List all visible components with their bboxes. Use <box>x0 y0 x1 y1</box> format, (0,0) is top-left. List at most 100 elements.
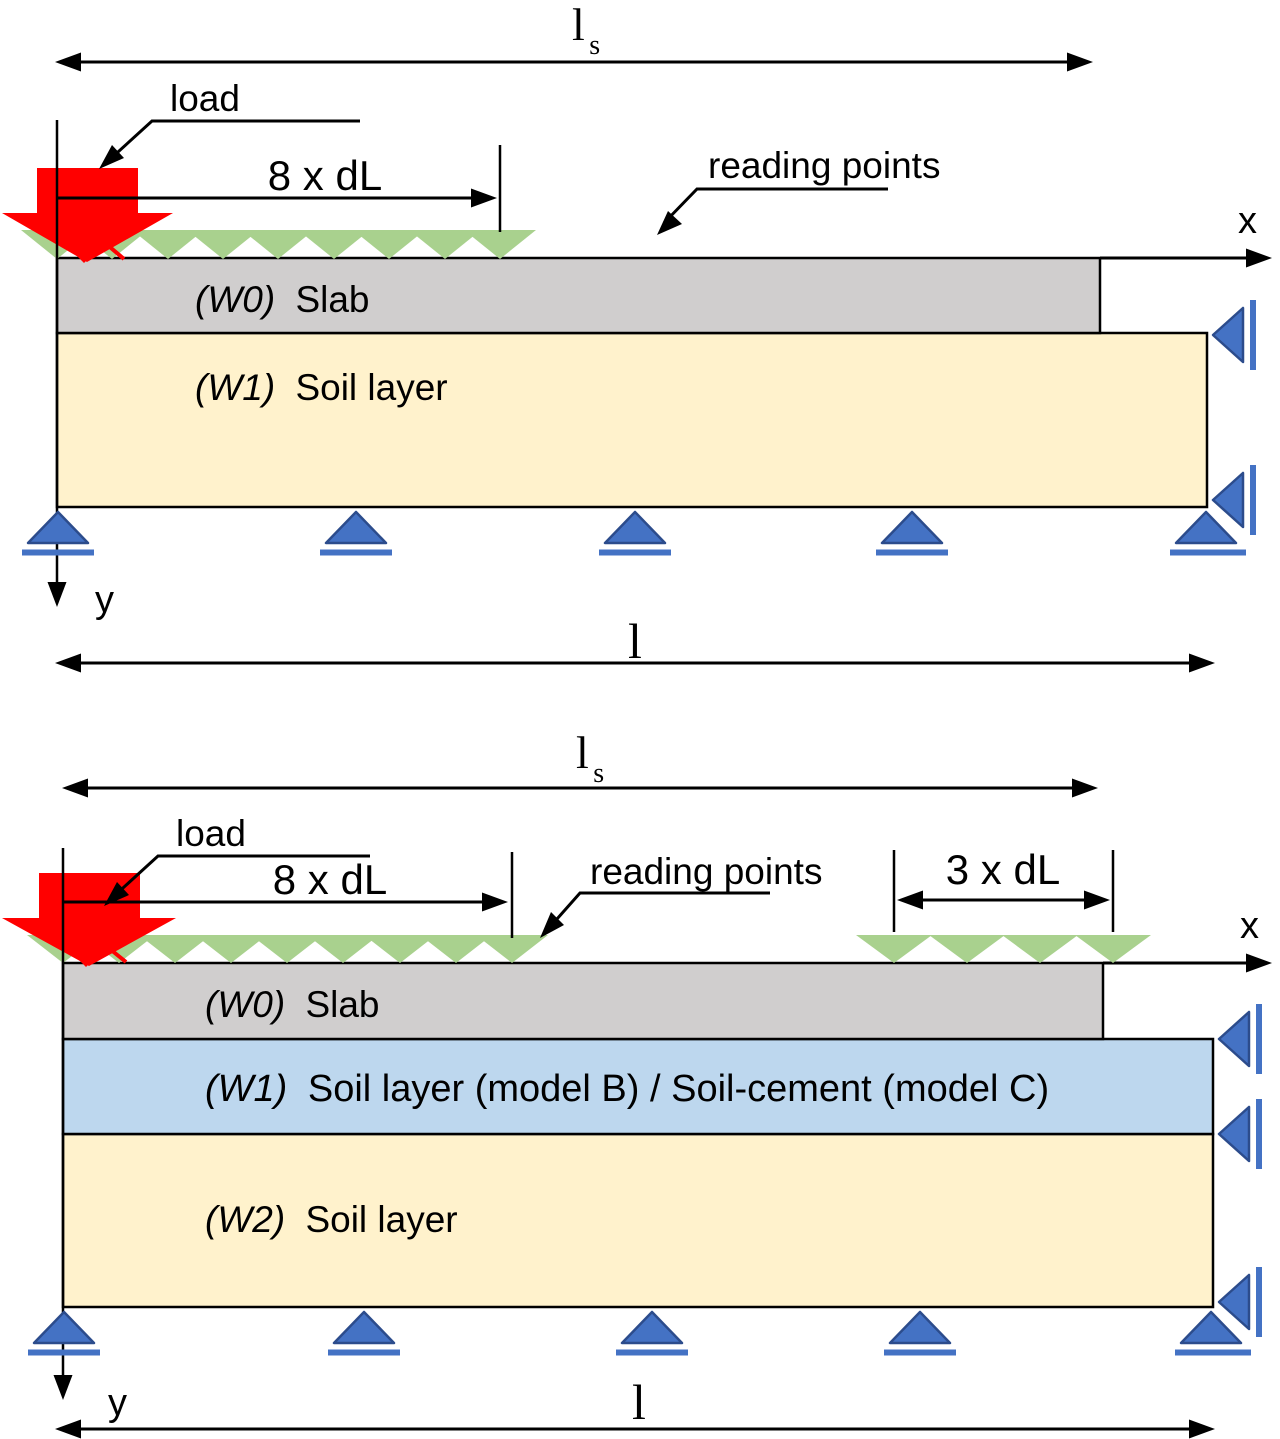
reading-point-marker <box>132 230 204 259</box>
span-arrowhead-left-icon <box>62 778 88 798</box>
support-icon <box>332 1310 396 1345</box>
y-axis-label: y <box>95 579 114 621</box>
load-arrow <box>2 873 176 967</box>
slab-label: (W0) Slab <box>195 279 370 320</box>
support-icon <box>324 510 388 545</box>
reading-point-marker <box>1075 935 1151 963</box>
length-dimension <box>55 653 1215 673</box>
grid-label-left: 8 x dL <box>268 152 382 199</box>
layer-name: Soil layer <box>295 367 447 408</box>
roller-support-icon <box>1211 471 1245 529</box>
load-marker-diamond <box>69 933 103 967</box>
span-label: l s <box>572 0 600 61</box>
soil-label: (W2) Soil layer <box>205 1199 458 1240</box>
span-arrowhead-right-icon <box>1067 52 1093 72</box>
support-icon <box>620 1310 684 1345</box>
x-axis-arrowhead-icon <box>1246 248 1272 268</box>
span-arrowhead-left-icon <box>55 52 81 72</box>
reading-point-marker <box>929 935 1005 963</box>
support-icon <box>603 510 667 545</box>
reading-points-label: reading points <box>590 851 822 892</box>
load-leader-arrowhead-icon <box>104 882 129 906</box>
load-label: load <box>176 813 246 854</box>
side-roller-supports <box>1211 300 1256 535</box>
reading-points-leader-line <box>547 891 770 929</box>
y-axis-label: y <box>108 1382 127 1424</box>
y-axis <box>47 120 67 607</box>
length-arrowhead-left-icon <box>55 1419 81 1439</box>
reading-point-marker <box>464 230 536 259</box>
length-label: l <box>632 1374 646 1430</box>
span-dimension <box>62 778 1098 798</box>
layer-name: Slab <box>305 984 379 1025</box>
layer-tag: (W0) <box>195 279 275 320</box>
soil-cement-layer <box>61 1037 1215 1136</box>
layer-tag: (W1) <box>195 367 275 408</box>
span-dimension <box>55 52 1093 72</box>
soil-cement-label: (W1) Soil layer (model B) / Soil-cement … <box>205 1068 1049 1110</box>
soil-layer <box>55 331 1209 509</box>
load-label: load <box>170 78 240 119</box>
reading-points-leader-line <box>662 187 888 225</box>
x-axis-arrowhead-icon <box>1246 953 1272 973</box>
span-label-base: l <box>576 727 589 778</box>
model-bc-diagram: l s load 8 x dL reading points 3 x dL x … <box>2 727 1272 1439</box>
reading-points-label: reading points <box>708 145 940 186</box>
support-icon <box>888 1310 952 1345</box>
span-label-sub: s <box>589 30 600 61</box>
slab-layer <box>61 961 1105 1041</box>
support-icon <box>1174 510 1238 545</box>
reading-point-marker <box>364 935 436 963</box>
span-label-sub: s <box>593 758 604 789</box>
reading-points-arrowhead-icon <box>657 211 682 235</box>
reading-point-marker <box>242 230 314 259</box>
reading-point-marker <box>420 935 492 963</box>
reading-point-marker <box>856 935 932 963</box>
load-marker-diamond <box>67 229 101 263</box>
support-icon <box>1179 1310 1243 1345</box>
reading-points-leader-arrow <box>657 187 888 235</box>
reading-point-marker <box>139 935 211 963</box>
grid-label-right: 3 x dL <box>946 846 1060 893</box>
reading-point-marker <box>1002 935 1078 963</box>
load-arrow-body <box>2 873 176 966</box>
y-axis-arrowhead-icon <box>47 582 67 607</box>
length-dimension <box>55 1419 1215 1439</box>
support-icon <box>880 510 944 545</box>
reading-point-marker <box>353 230 425 259</box>
y-axis <box>53 848 73 1400</box>
span-arrowhead-right-icon <box>1072 778 1098 798</box>
load-leader-line <box>105 119 360 164</box>
load-leader-arrowhead-icon <box>99 145 124 169</box>
layer-tag: (W1) <box>205 1068 287 1110</box>
load-leader-line <box>110 854 370 900</box>
reading-points-arrowhead-icon <box>540 912 564 938</box>
layer-name: Soil layer <box>305 1199 457 1240</box>
length-label: l <box>628 613 642 669</box>
reading-point-marker <box>251 935 323 963</box>
y-axis-arrowhead-icon <box>53 1375 73 1400</box>
load-arrow <box>2 168 173 263</box>
length-arrowhead-left-icon <box>55 653 81 673</box>
load-arrow-body <box>2 168 173 262</box>
layer-tag: (W0) <box>205 984 285 1025</box>
x-axis-label: x <box>1238 200 1257 242</box>
reading-points-leader-arrow <box>540 891 770 938</box>
bottom-supports <box>28 1310 1251 1356</box>
reading-point-marker <box>187 230 259 259</box>
reading-points-row-right <box>856 935 1151 963</box>
roller-support-icon <box>1211 306 1245 364</box>
load-marker-line <box>98 939 128 964</box>
length-arrowhead-right-icon <box>1189 653 1215 673</box>
x-axis-label: x <box>1240 905 1259 947</box>
grid-arrowhead-icon <box>471 188 497 208</box>
load-leader-arrow <box>104 854 370 906</box>
grid-dimension-left <box>57 145 502 232</box>
roller-support-icon <box>1217 1105 1251 1163</box>
reading-point-marker <box>307 935 379 963</box>
length-arrowhead-right-icon <box>1189 1419 1215 1439</box>
grid-arrowhead-icon <box>482 892 508 912</box>
slab-layer <box>55 256 1102 335</box>
